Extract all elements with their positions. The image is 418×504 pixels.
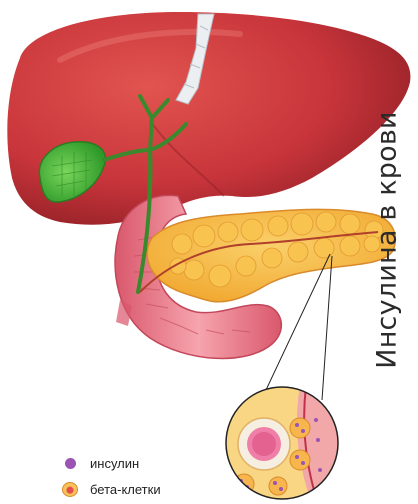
legend: инсулин бета-клетки [60, 450, 161, 502]
legend-item-beta-cells: бета-клетки [60, 476, 161, 502]
legend-label: инсулин [90, 456, 139, 471]
title-text: Инсулина в крови [372, 111, 403, 368]
insulin-dot-icon [65, 458, 76, 469]
beta-cell-icon [62, 482, 78, 497]
legend-item-insulin: инсулин [60, 450, 161, 476]
legend-label: бета-клетки [90, 482, 161, 497]
